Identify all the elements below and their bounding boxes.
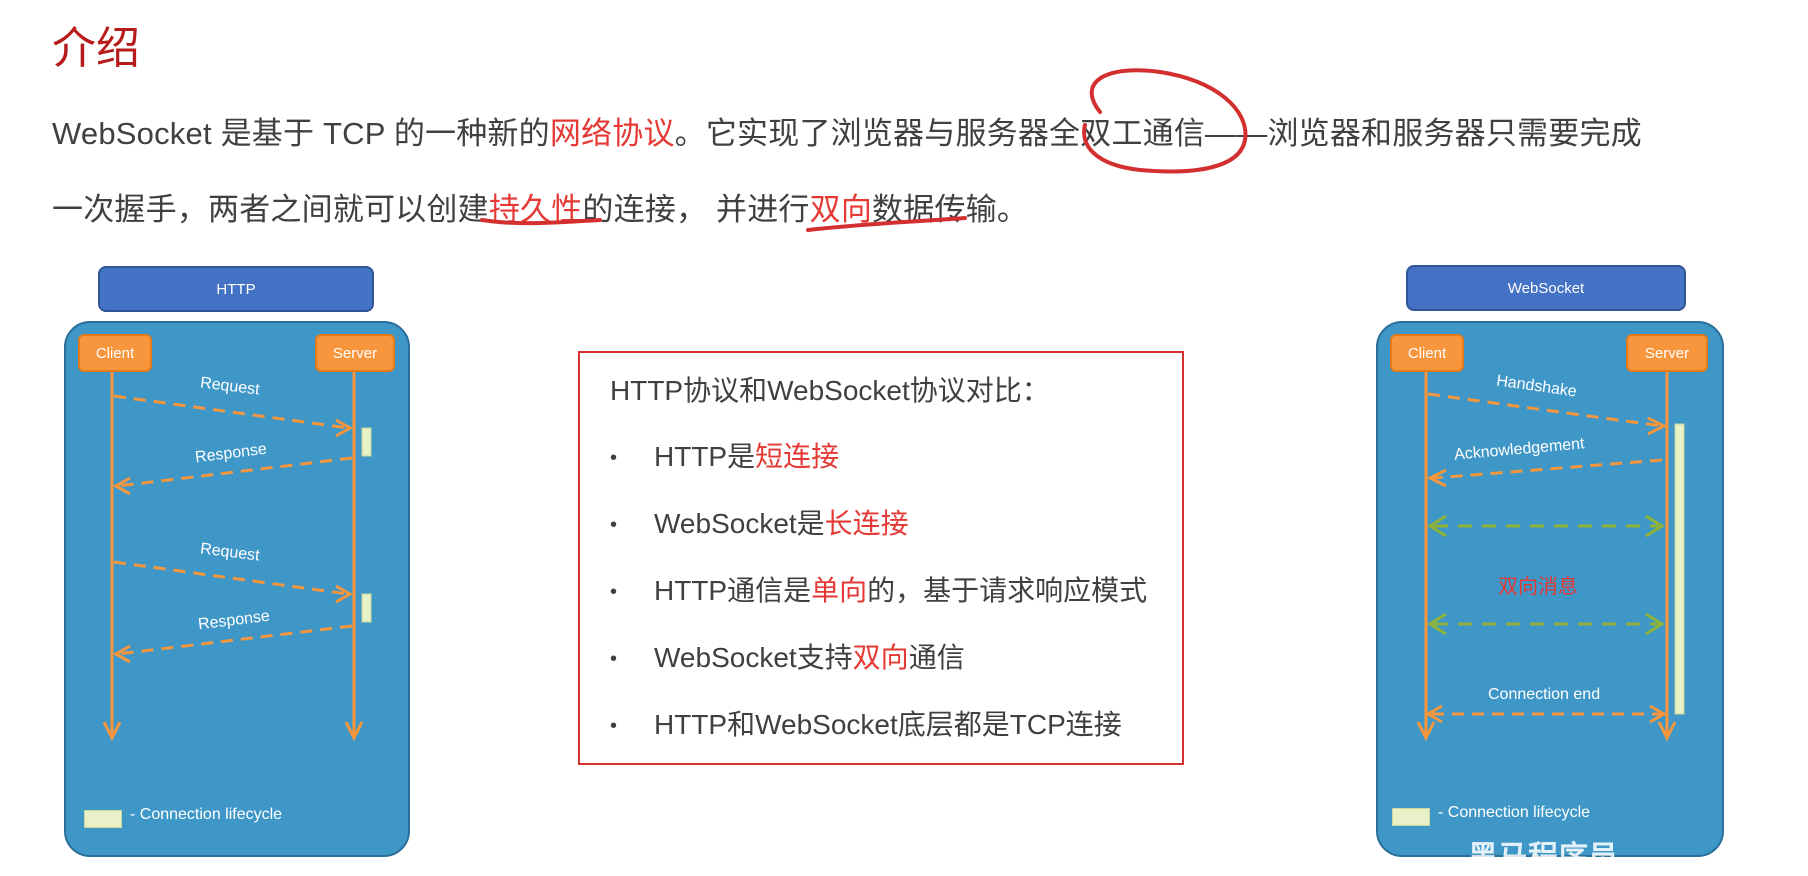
websocket-server-box: Server [1626,334,1708,372]
http-header: HTTP [98,266,374,312]
item-text: 通信 [908,642,965,673]
connection-lifecycle-bar [361,593,372,623]
comparison-item: • WebSocket支持双向通信 [610,636,965,676]
item-text: HTTP和WebSocket底层都是TCP连接 [654,709,1122,740]
bullet-icon: • [610,648,618,671]
connection-lifecycle-bar [361,427,372,457]
intro-text: WebSocket 是基于 TCP 的一种新的 [52,116,550,151]
bullet-icon: • [610,447,618,470]
comparison-item: • HTTP和WebSocket底层都是TCP连接 [610,703,1122,743]
intro-text: 一次握手，两者之间就可以创建 [52,192,489,227]
bullet-icon: • [610,581,618,604]
connection-lifecycle-bar [1674,423,1685,715]
legend-text: - Connection lifecycle [130,806,283,823]
item-text: WebSocket支持 [654,642,853,673]
comparison-title: HTTP协议和WebSocket协议对比： [610,375,1050,406]
legend-text: - Connection lifecycle [1438,804,1591,821]
bullet-icon: • [610,715,618,738]
comparison-item: • HTTP通信是单向的，基于请求响应模式 [610,569,1147,609]
comparison-item: • WebSocket是长连接 [610,502,909,542]
http-client-box: Client [78,334,152,372]
intro-highlight: 持久性 [488,192,583,227]
intro-text: 数据传输。 [872,192,1029,227]
item-text: HTTP是 [654,441,756,472]
page-title: 介绍 [52,24,140,73]
intro-text: 的连接， 并进行 [582,192,810,227]
comparison-item: • HTTP是短连接 [610,435,839,475]
http-panel [64,321,410,857]
item-text: WebSocket是 [654,508,825,539]
bullet-icon: • [610,514,618,537]
websocket-client-box: Client [1390,334,1464,372]
comparison-box: HTTP协议和WebSocket协议对比： • HTTP是短连接 • WebSock… [578,351,1184,765]
item-highlight: 双向 [852,642,909,673]
legend-swatch [1392,808,1430,826]
bidirectional-label: 双向消息 [1498,576,1578,598]
item-text: 的，基于请求响应模式 [867,575,1148,606]
item-highlight: 短连接 [755,441,840,472]
item-text: HTTP通信是 [654,575,812,606]
intro-highlight: 双向 [809,192,873,227]
http-server-box: Server [315,334,395,372]
watermark: 黑马程序员 [1468,841,1618,874]
item-highlight: 单向 [811,575,868,606]
websocket-msg-label: Connection end [1488,686,1601,703]
legend-swatch [84,810,122,828]
http-sequence [102,372,372,742]
intro-highlight: 网络协议 [549,116,675,151]
websocket-header: WebSocket [1406,265,1686,311]
item-highlight: 长连接 [824,508,909,539]
websocket-sequence [1416,372,1685,742]
